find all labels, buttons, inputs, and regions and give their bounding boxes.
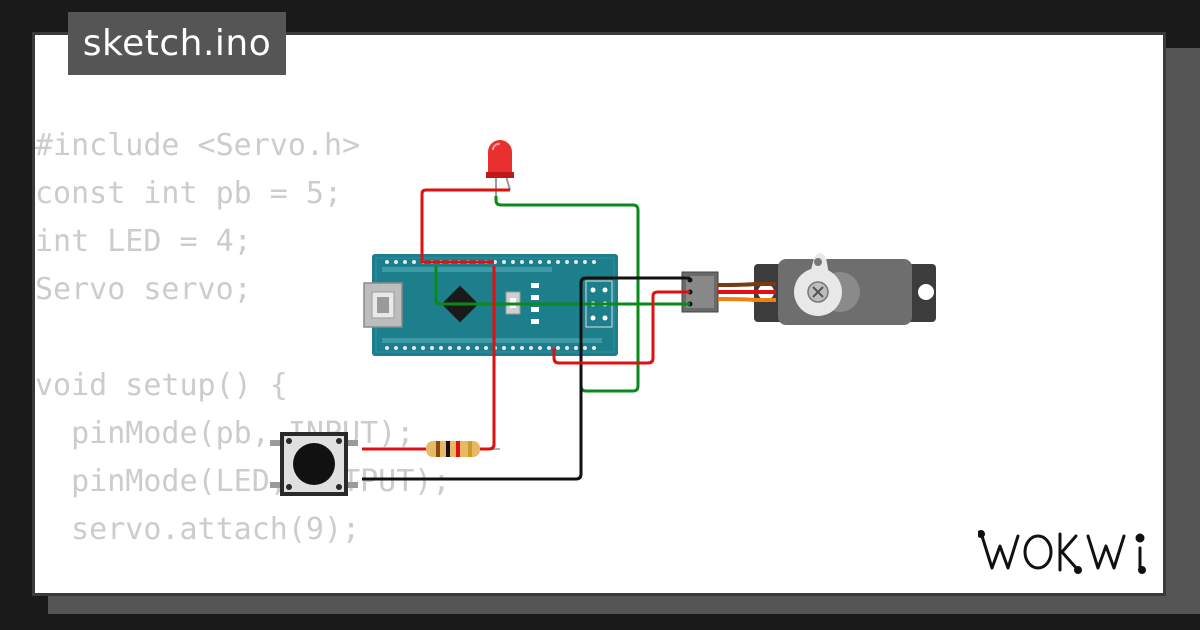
servo-motor[interactable] xyxy=(754,253,936,325)
code-line: int LED = 4; xyxy=(35,224,252,259)
code-line: Servo servo; xyxy=(35,272,252,307)
code-line: #include <Servo.h> xyxy=(35,128,361,163)
code-line: servo.attach(9); xyxy=(35,512,361,547)
wokwi-logo xyxy=(978,530,1146,574)
code-line: void setup() { xyxy=(35,368,288,403)
pushbutton[interactable] xyxy=(270,432,358,496)
code-preview: #include <Servo.h> const int pb = 5; int L… xyxy=(35,122,450,554)
wires xyxy=(362,188,690,481)
file-tab[interactable]: sketch.ino xyxy=(68,12,286,75)
code-line: const int pb = 5; xyxy=(35,176,343,211)
red-led[interactable] xyxy=(486,140,514,196)
